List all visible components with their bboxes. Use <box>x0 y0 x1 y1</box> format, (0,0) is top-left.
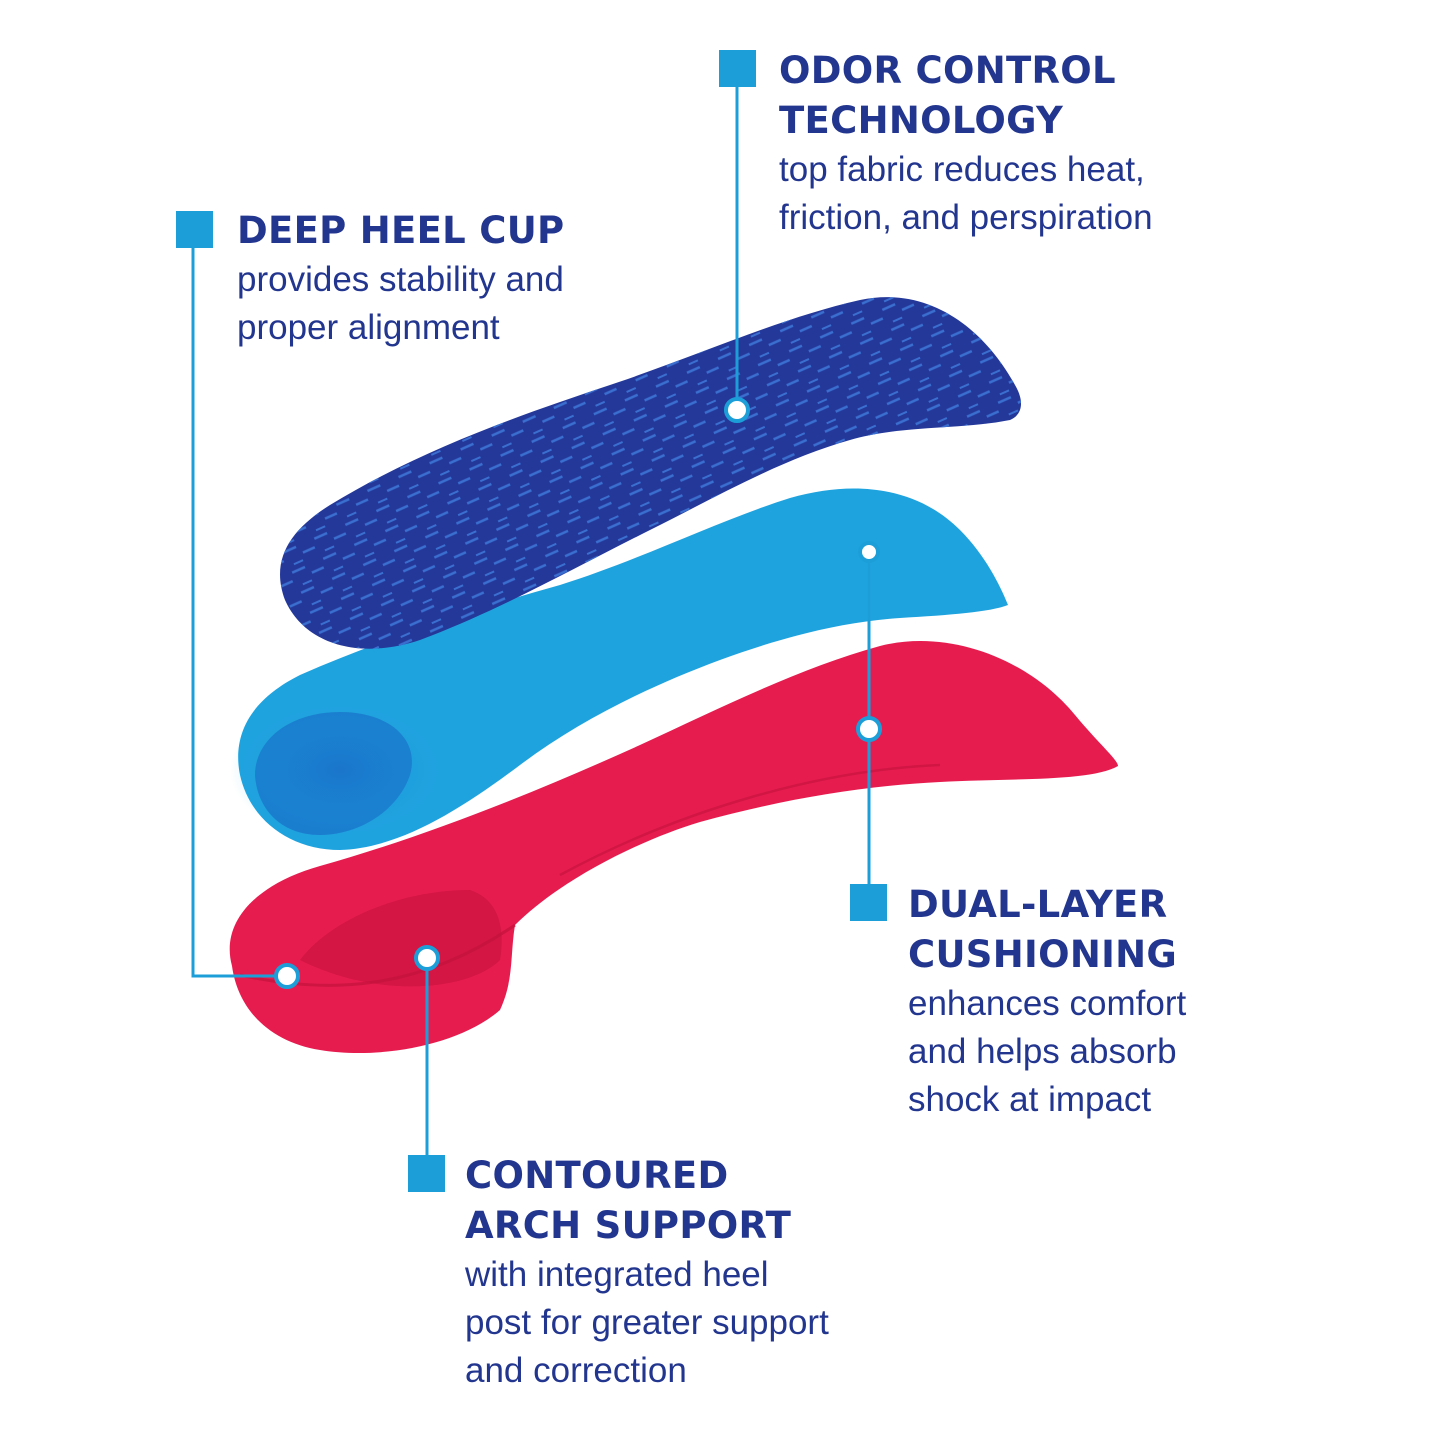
odor-description-line-1: top fabric reduces heat, <box>779 150 1145 189</box>
heel-point-marker <box>274 963 300 989</box>
arch-square-marker <box>408 1155 445 1192</box>
arch-description-line-1: with integrated heel <box>465 1255 769 1294</box>
bottom-layer-arch-support <box>229 640 1118 1054</box>
dual-square-marker <box>850 884 887 921</box>
arch-description-line-2: post for greater support <box>465 1303 829 1342</box>
dual-description-line-1: enhances comfort <box>908 984 1187 1023</box>
callout-odor-control: ODOR CONTROL TECHNOLOGY top fabric reduc… <box>779 46 1153 242</box>
heel-square-marker <box>176 211 213 248</box>
dual-heading-line-2: CUSHIONING <box>908 933 1178 976</box>
odor-description-line-2: friction, and perspiration <box>779 198 1153 237</box>
arch-heading-line-1: CONTOURED <box>465 1154 729 1197</box>
dual-heading-line-1: DUAL-LAYER <box>908 883 1168 926</box>
odor-square-marker <box>719 50 756 87</box>
callout-dual-layer-cushioning: DUAL-LAYER CUSHIONING enhances comfort a… <box>908 880 1186 1124</box>
dual-point-marker-bottom <box>856 716 882 742</box>
arch-description-line-3: and correction <box>465 1351 687 1390</box>
dual-description-line-2: and helps absorb <box>908 1032 1177 1071</box>
arch-heading-line-2: ARCH SUPPORT <box>465 1204 792 1247</box>
heel-description-line-1: provides stability and <box>237 260 564 299</box>
dual-point-marker-top <box>858 541 880 563</box>
callout-contoured-arch-support: CONTOURED ARCH SUPPORT with integrated h… <box>465 1151 829 1395</box>
odor-point-marker <box>724 397 750 423</box>
heel-heading: DEEP HEEL CUP <box>237 209 565 252</box>
top-layer-odor-control-fabric <box>280 297 1022 649</box>
callout-deep-heel-cup: DEEP HEEL CUP provides stability and pro… <box>237 206 564 352</box>
dual-description-line-3: shock at impact <box>908 1080 1152 1119</box>
odor-heading-line-1: ODOR CONTROL <box>779 49 1116 92</box>
heel-description-line-2: proper alignment <box>237 308 500 347</box>
arch-point-marker <box>414 945 440 971</box>
middle-layer-cushioning <box>230 488 1009 850</box>
heel-leader-line <box>191 245 287 978</box>
odor-heading-line-2: TECHNOLOGY <box>779 99 1064 142</box>
